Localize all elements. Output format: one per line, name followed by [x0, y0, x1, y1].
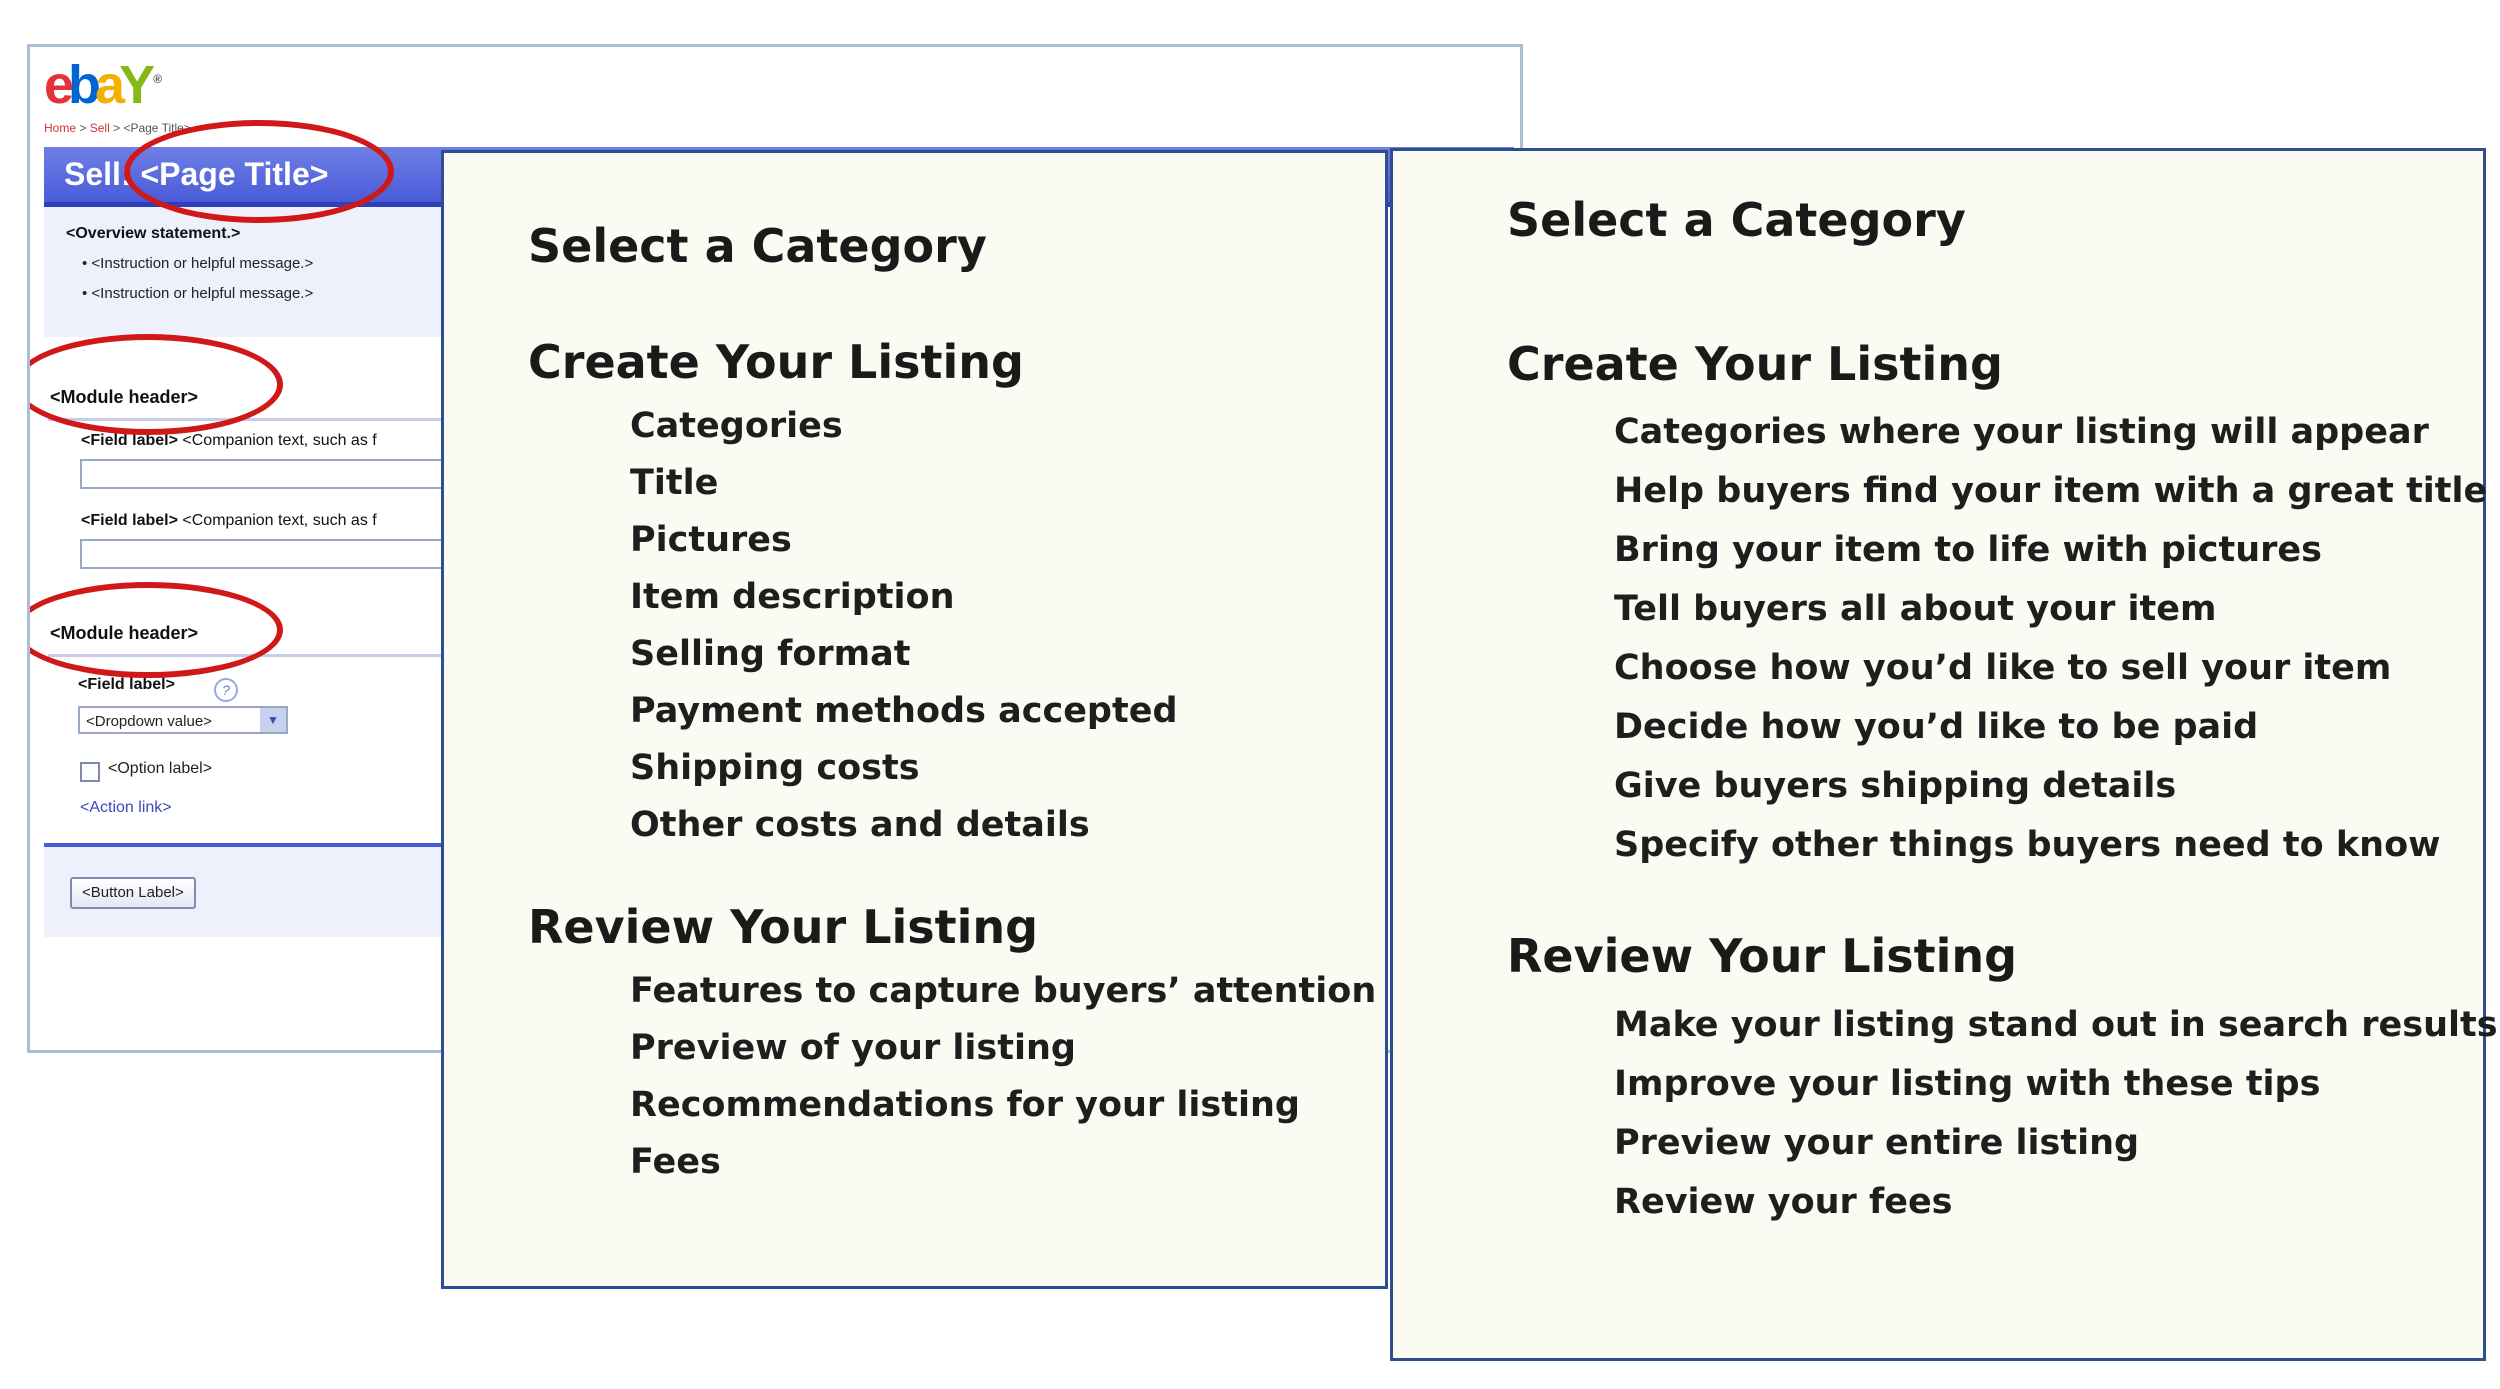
highlight-oval-module-header	[30, 334, 283, 435]
create-listing-steps: Categories where your listing will appea…	[1614, 403, 2487, 875]
list-item: Pictures	[630, 520, 792, 560]
list-item: Preview your entire listing	[1614, 1123, 2140, 1163]
chevron-down-icon[interactable]: ▼	[260, 708, 286, 732]
list-item: Give buyers shipping details	[1614, 766, 2177, 806]
list-item: Features to capture buyers’ attention	[630, 971, 1377, 1011]
option-checkbox[interactable]	[80, 762, 100, 782]
list-item: Other costs and details	[630, 805, 1090, 845]
select-category-title: Select a Category	[528, 219, 987, 273]
review-listing-steps: Features to capture buyers’ attention Pr…	[630, 963, 1376, 1191]
breadcrumb: Home > Sell > <Page Title>	[44, 121, 191, 135]
highlight-oval-module-header	[30, 582, 283, 678]
list-item: Decide how you’d like to be paid	[1614, 707, 2259, 747]
overview-statement: <Overview statement.>	[66, 225, 241, 242]
review-listing-steps: Make your listing stand out in search re…	[1614, 996, 2498, 1232]
footer-divider	[44, 843, 484, 847]
list-item: Choose how you’d like to sell your item	[1614, 648, 2392, 688]
review-listing-heading: Review Your Listing	[1507, 929, 2018, 983]
list-item: Shipping costs	[630, 748, 920, 788]
category-outline-panel-short: Select a Category Create Your Listing Ca…	[441, 150, 1388, 1289]
create-listing-heading: Create Your Listing	[528, 335, 1024, 389]
field-label: <Field label> <Companion text, such as f	[81, 432, 377, 449]
ebay-logo: ebaY®	[44, 55, 162, 115]
breadcrumb-home[interactable]: Home	[44, 121, 77, 135]
create-listing-steps: Categories Title Pictures Item descripti…	[630, 398, 1178, 854]
category-outline-panel-descriptive: Select a Category Create Your Listing Ca…	[1390, 148, 2498, 1361]
breadcrumb-separator: >	[113, 121, 121, 135]
footer-section: <Button Label>	[44, 847, 484, 937]
list-item: Categories where your listing will appea…	[1614, 412, 2429, 452]
list-item: Help buyers find your item with a great …	[1614, 471, 2488, 511]
breadcrumb-separator: >	[79, 121, 87, 135]
list-item: Preview of your listing	[630, 1028, 1076, 1068]
list-item: Bring your item to life with pictures	[1614, 530, 2322, 570]
help-icon[interactable]: ?	[214, 678, 238, 702]
instruction-message: • <Instruction or helpful message.>	[82, 255, 314, 272]
select-category-title: Select a Category	[1507, 193, 1966, 247]
list-item: Title	[630, 463, 719, 503]
list-item: Improve your listing with these tips	[1614, 1064, 2321, 1104]
primary-button[interactable]: <Button Label>	[70, 877, 196, 909]
list-item: Fees	[630, 1142, 721, 1182]
breadcrumb-sell[interactable]: Sell	[89, 121, 110, 135]
option-label: <Option label>	[108, 760, 213, 777]
list-item: Selling format	[630, 634, 911, 674]
list-item: Recommendations for your listing	[630, 1085, 1300, 1125]
text-input[interactable]	[80, 539, 484, 569]
module-divider	[48, 418, 478, 421]
list-item: Categories	[630, 406, 843, 446]
overview-section: <Overview statement.> • <Instruction or …	[44, 207, 484, 337]
instruction-message: • <Instruction or helpful message.>	[82, 285, 314, 302]
list-item: Item description	[630, 577, 955, 617]
text-input[interactable]	[80, 459, 484, 489]
list-item: Specify other things buyers need to know	[1614, 825, 2441, 865]
field-label: <Field label>	[78, 676, 175, 693]
list-item: Payment methods accepted	[630, 691, 1178, 731]
create-listing-heading: Create Your Listing	[1507, 337, 2003, 391]
list-item: Review your fees	[1614, 1182, 1953, 1222]
dropdown-select[interactable]: <Dropdown value> ▼	[78, 706, 288, 734]
review-listing-heading: Review Your Listing	[528, 900, 1039, 954]
field-label: <Field label> <Companion text, such as f	[81, 512, 377, 529]
action-link[interactable]: <Action link>	[80, 799, 172, 816]
module-divider	[48, 654, 478, 657]
list-item: Make your listing stand out in search re…	[1614, 1005, 2498, 1045]
highlight-oval-page-title	[124, 120, 394, 223]
list-item: Tell buyers all about your item	[1614, 589, 2217, 629]
